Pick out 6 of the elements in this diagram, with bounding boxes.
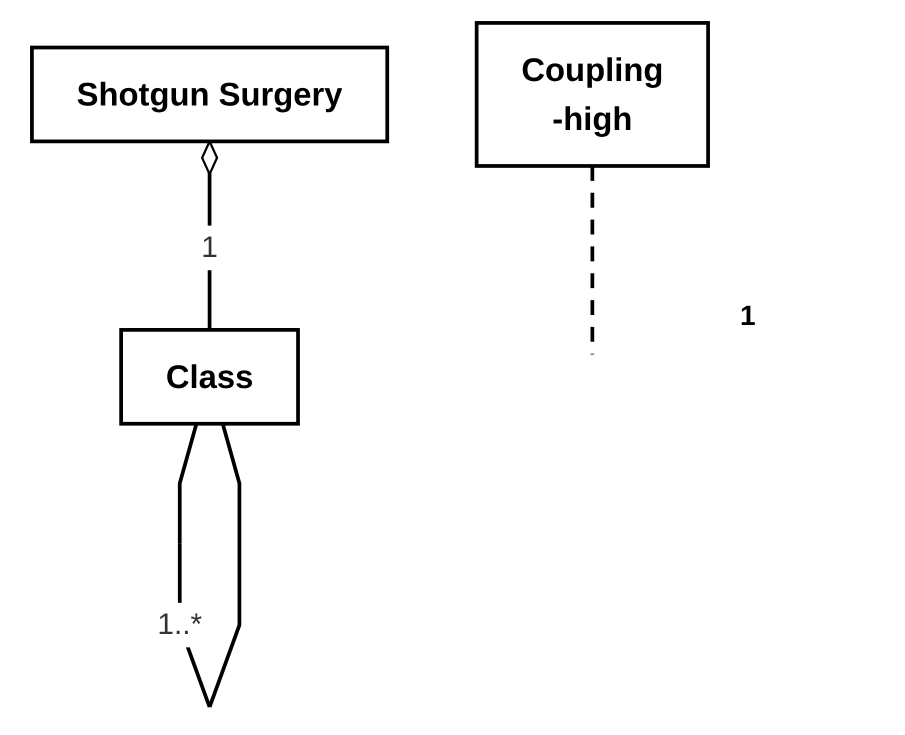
class-box: Shotgun Surgery	[30, 46, 390, 144]
dashed-line	[590, 166, 594, 354]
association-line	[178, 423, 242, 708]
class-box: Class	[119, 328, 300, 426]
class-box: Coupling -high	[474, 20, 710, 168]
multiplicity-label: 1	[740, 300, 756, 332]
